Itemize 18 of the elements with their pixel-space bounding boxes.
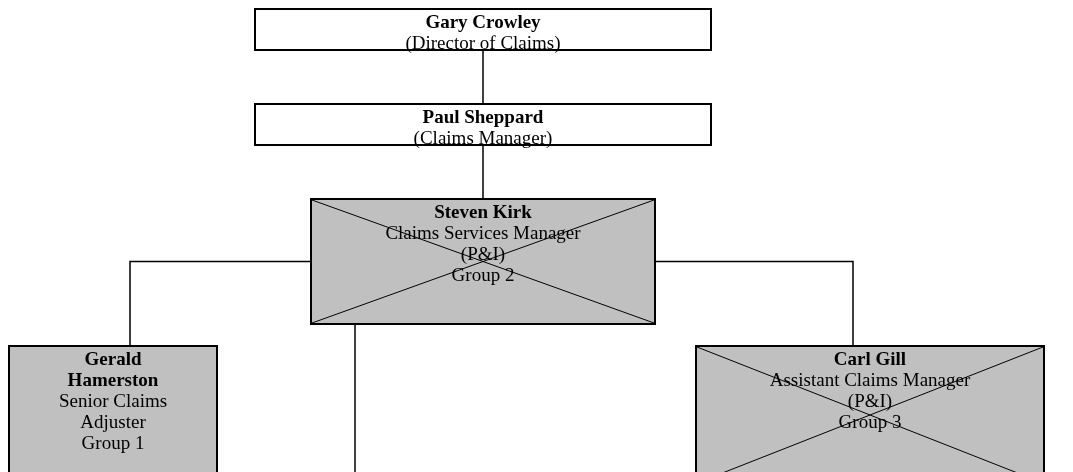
connector-line	[354, 324, 356, 472]
job-title: (P&I)	[847, 390, 893, 411]
person-name: Carl Gill	[833, 348, 907, 369]
connector-line	[129, 260, 311, 346]
connector-line	[482, 145, 484, 199]
person-name: Gary Crowley	[425, 11, 541, 32]
connector-line	[655, 260, 854, 346]
job-title: (Director of Claims)	[405, 32, 561, 53]
job-title: Group 1	[81, 432, 145, 453]
org-box	[254, 103, 712, 146]
connector-line	[482, 50, 484, 104]
org-box	[254, 8, 712, 51]
job-title: Senior Claims Adjuster	[57, 390, 169, 432]
person-name: Gerald Hamerston	[66, 348, 160, 390]
person-name: Paul Sheppard	[422, 106, 544, 127]
person-name: Steven Kirk	[434, 201, 532, 222]
org-box	[8, 345, 218, 472]
job-title: (Claims Manager)	[413, 127, 553, 148]
